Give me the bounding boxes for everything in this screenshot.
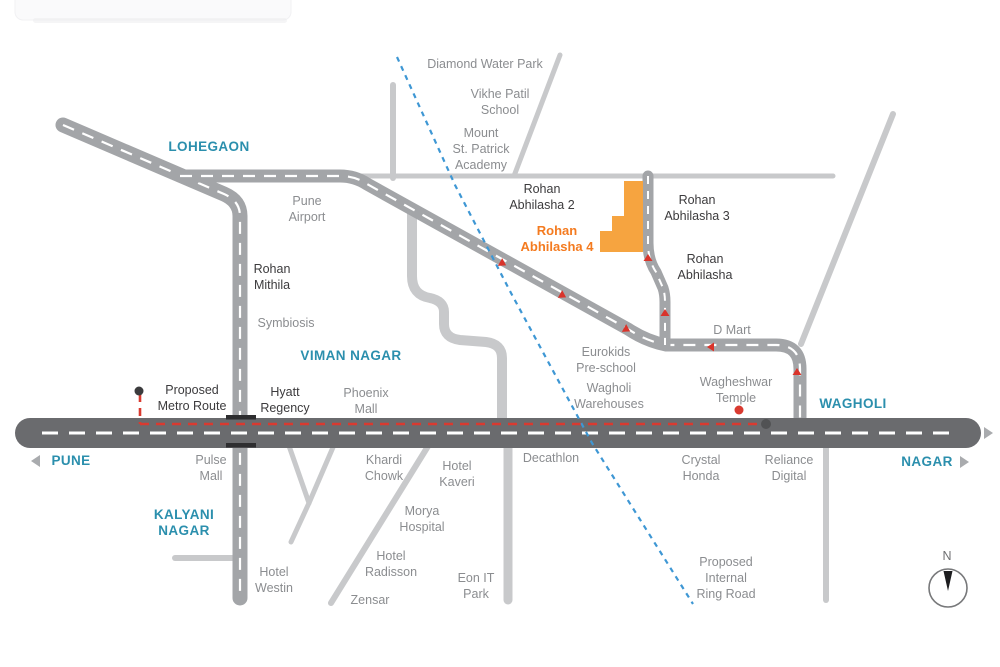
crossing-bar-bottom — [226, 443, 256, 448]
arrow-up-mid — [660, 309, 670, 316]
crossing-bar-top — [226, 415, 256, 420]
road-diagonal-vikhe — [511, 52, 563, 179]
temple-marker-dot — [734, 405, 744, 415]
road-nagar-highway-old-centerline — [180, 174, 802, 420]
road-v-tail — [288, 500, 312, 545]
road-northwest-centerline — [62, 123, 242, 598]
pune-arrow-icon — [31, 455, 40, 467]
arrow-se-2 — [557, 290, 567, 298]
traffic-arrows — [497, 254, 802, 375]
road-diagonal-northeast — [798, 111, 896, 347]
compass-icon — [928, 568, 968, 608]
road-northwest-vertical — [55, 117, 248, 606]
direction-arrows — [31, 427, 993, 468]
metro-end-dot — [761, 419, 771, 429]
minor-roads — [172, 52, 896, 606]
road-nagar-highway-old — [173, 169, 807, 427]
abhilasha4-building — [600, 181, 643, 252]
road-diagonal-zensar — [328, 440, 433, 606]
arrow-left-dmart — [707, 342, 714, 352]
highway-east-arrow-icon — [984, 427, 993, 439]
ring-road-line — [395, 56, 694, 605]
main-highway — [15, 415, 981, 448]
medium-roads — [55, 117, 807, 606]
nagar-arrow-icon — [960, 456, 969, 468]
compass-needle — [943, 571, 953, 591]
road-wavy-vimannagar — [407, 207, 507, 425]
road-abhilasha-loop-centerline — [647, 176, 666, 345]
road-v-left — [285, 440, 312, 506]
metro-route-line — [138, 394, 764, 426]
arrow-se-1 — [497, 258, 507, 266]
arrow-up-wagholi — [792, 368, 802, 375]
road-v-right — [306, 442, 337, 506]
logo-placeholder-bar — [14, 0, 292, 23]
arrow-up-loop — [643, 254, 653, 261]
metro-start-dot — [134, 386, 144, 396]
arrow-se-3 — [621, 324, 631, 332]
